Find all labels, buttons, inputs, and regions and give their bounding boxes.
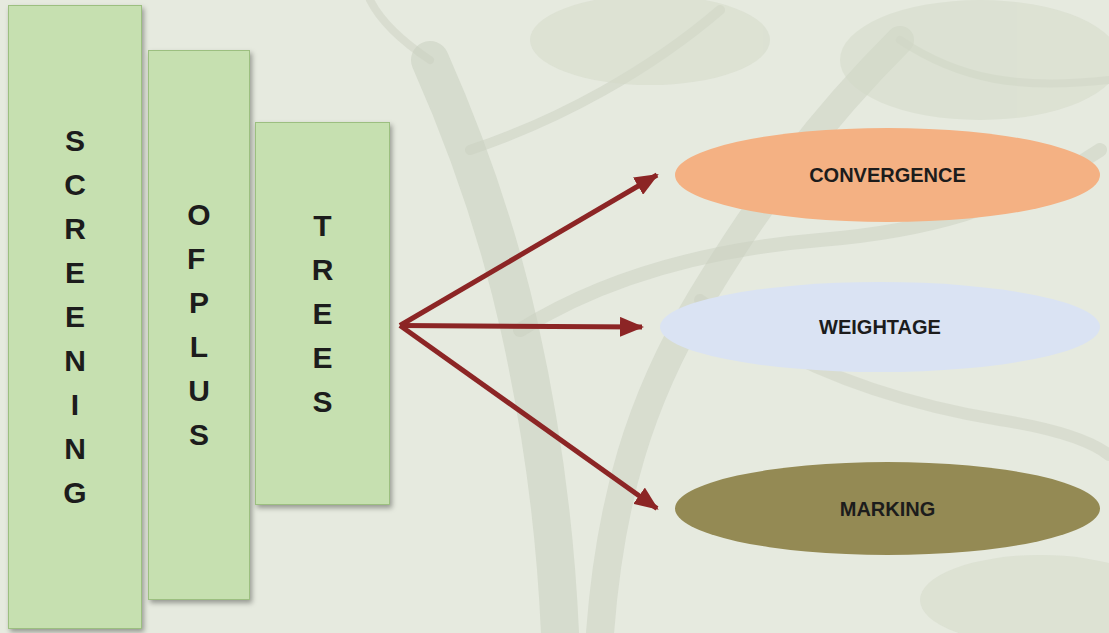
- node-label: CONVERGENCE: [809, 163, 966, 187]
- vertical-word-box: OF PLUS: [148, 50, 250, 600]
- outcome-ellipse: MARKING: [675, 462, 1100, 555]
- arrow-connector: [400, 326, 657, 509]
- outcome-ellipse: CONVERGENCE: [675, 128, 1100, 222]
- vertical-label: OF PLUS: [187, 193, 211, 457]
- outcome-ellipse: WEIGHTAGE: [660, 282, 1100, 372]
- ellipse-shape: [660, 282, 1100, 372]
- vertical-word-box: TREES: [255, 122, 390, 505]
- node-label: MARKING: [840, 497, 936, 521]
- foliage-patch: [840, 0, 1109, 120]
- ellipse-shape: [675, 128, 1100, 222]
- arrow-connector: [400, 175, 657, 326]
- foliage-patch: [530, 0, 770, 85]
- node-label: WEIGHTAGE: [819, 315, 941, 339]
- ellipse-shape: [675, 462, 1100, 555]
- tree-branch: [370, 0, 430, 60]
- vertical-label: TREES: [311, 204, 335, 424]
- foliage-patch: [920, 555, 1109, 633]
- vertical-label: SCREENING: [63, 119, 87, 515]
- tree-foliage: [530, 0, 1109, 633]
- arrow-connector: [400, 326, 642, 328]
- vertical-word-box: SCREENING: [8, 5, 142, 629]
